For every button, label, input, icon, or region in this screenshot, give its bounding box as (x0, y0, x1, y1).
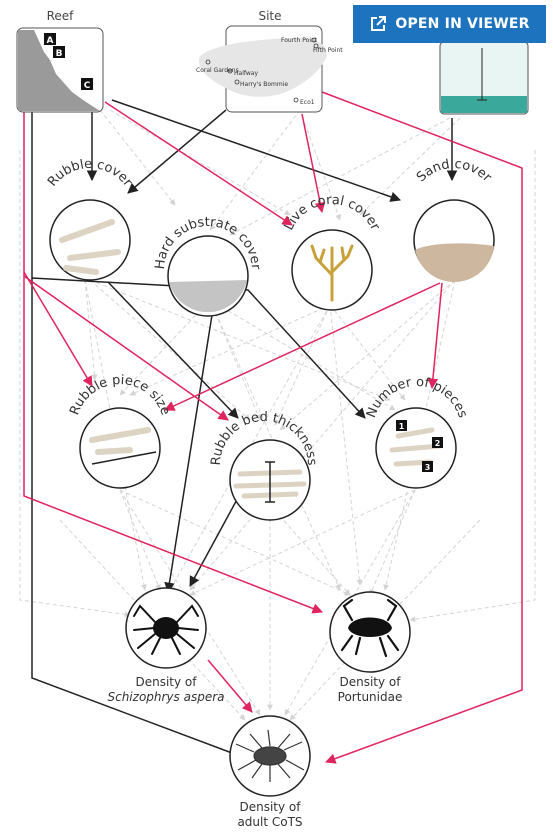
swimming-crab-icon (340, 598, 400, 658)
reef-marker-b: B (56, 49, 63, 59)
schizophrys-label-line2: Schizophrys aspera (107, 690, 224, 704)
site-label-fourth-point: Fourth Point (281, 37, 318, 44)
rubble-bed-thickness-node: Rubble bed thickness (209, 410, 319, 521)
site-map-node: Site Fourth Point Fifth Point Coral Gard… (196, 9, 343, 113)
rubble-piece-size-node: Rubble piece size (67, 373, 173, 489)
site-label-halfway: Halfway (234, 70, 258, 77)
starfish-icon (235, 729, 305, 782)
red-arrows (23, 91, 523, 764)
reef-marker-c: C (84, 81, 91, 91)
open-in-viewer-button[interactable]: OPEN IN VIEWER (353, 5, 546, 43)
black-arrows (31, 99, 458, 758)
reef-map-node: Reef A B C (16, 9, 104, 113)
coral-icon (310, 244, 354, 302)
site-label-harrys-bommie: Harry's Bommie (240, 81, 288, 88)
open-in-viewer-label: OPEN IN VIEWER (395, 16, 530, 32)
portunidae-node: Density of Portunidae (329, 591, 411, 704)
spider-crab-icon (133, 604, 199, 655)
svg-text:Sand cover: Sand cover (414, 157, 495, 186)
rubble-cover-node: Rubble cover (45, 157, 135, 281)
schizophrys-label-line1: Density of (135, 675, 197, 689)
depth-tank-node (439, 41, 529, 115)
rubble-cover-label: Rubble cover (45, 157, 135, 190)
pieces-marker-1: 1 (399, 422, 405, 431)
site-label-coral-gardens: Coral Gardens (196, 67, 239, 74)
cots-node: Density of adult CoTS (229, 715, 311, 829)
site-label-eco1: Eco1 (300, 99, 315, 106)
external-link-icon (371, 16, 387, 31)
live-coral-node: Live coral cover (282, 193, 383, 311)
live-coral-label: Live coral cover (282, 193, 383, 233)
number-of-pieces-node: Number of pieces 1 2 3 (364, 375, 470, 489)
pieces-marker-3: 3 (425, 463, 431, 472)
reef-marker-a: A (47, 36, 54, 46)
site-title: Site (258, 9, 281, 23)
schizophrys-node: Density of Schizophrys aspera (107, 587, 225, 704)
reef-title: Reef (47, 9, 75, 23)
svg-text:Live coral cover: Live coral cover (282, 193, 383, 233)
site-label-fifth-point: Fifth Point (313, 47, 343, 54)
pieces-marker-2: 2 (435, 439, 441, 448)
hard-substrate-node: Hard substrate cover (153, 215, 263, 317)
portunidae-label-line1: Density of (339, 675, 401, 689)
svg-text:Rubble cover: Rubble cover (45, 157, 135, 190)
sand-cover-node: Sand cover (413, 157, 495, 283)
portunidae-label-line2: Portunidae (338, 690, 403, 704)
sand-cover-label: Sand cover (414, 157, 495, 186)
cots-label-line1: Density of (239, 800, 301, 814)
cots-label-line2: adult CoTS (237, 815, 302, 829)
